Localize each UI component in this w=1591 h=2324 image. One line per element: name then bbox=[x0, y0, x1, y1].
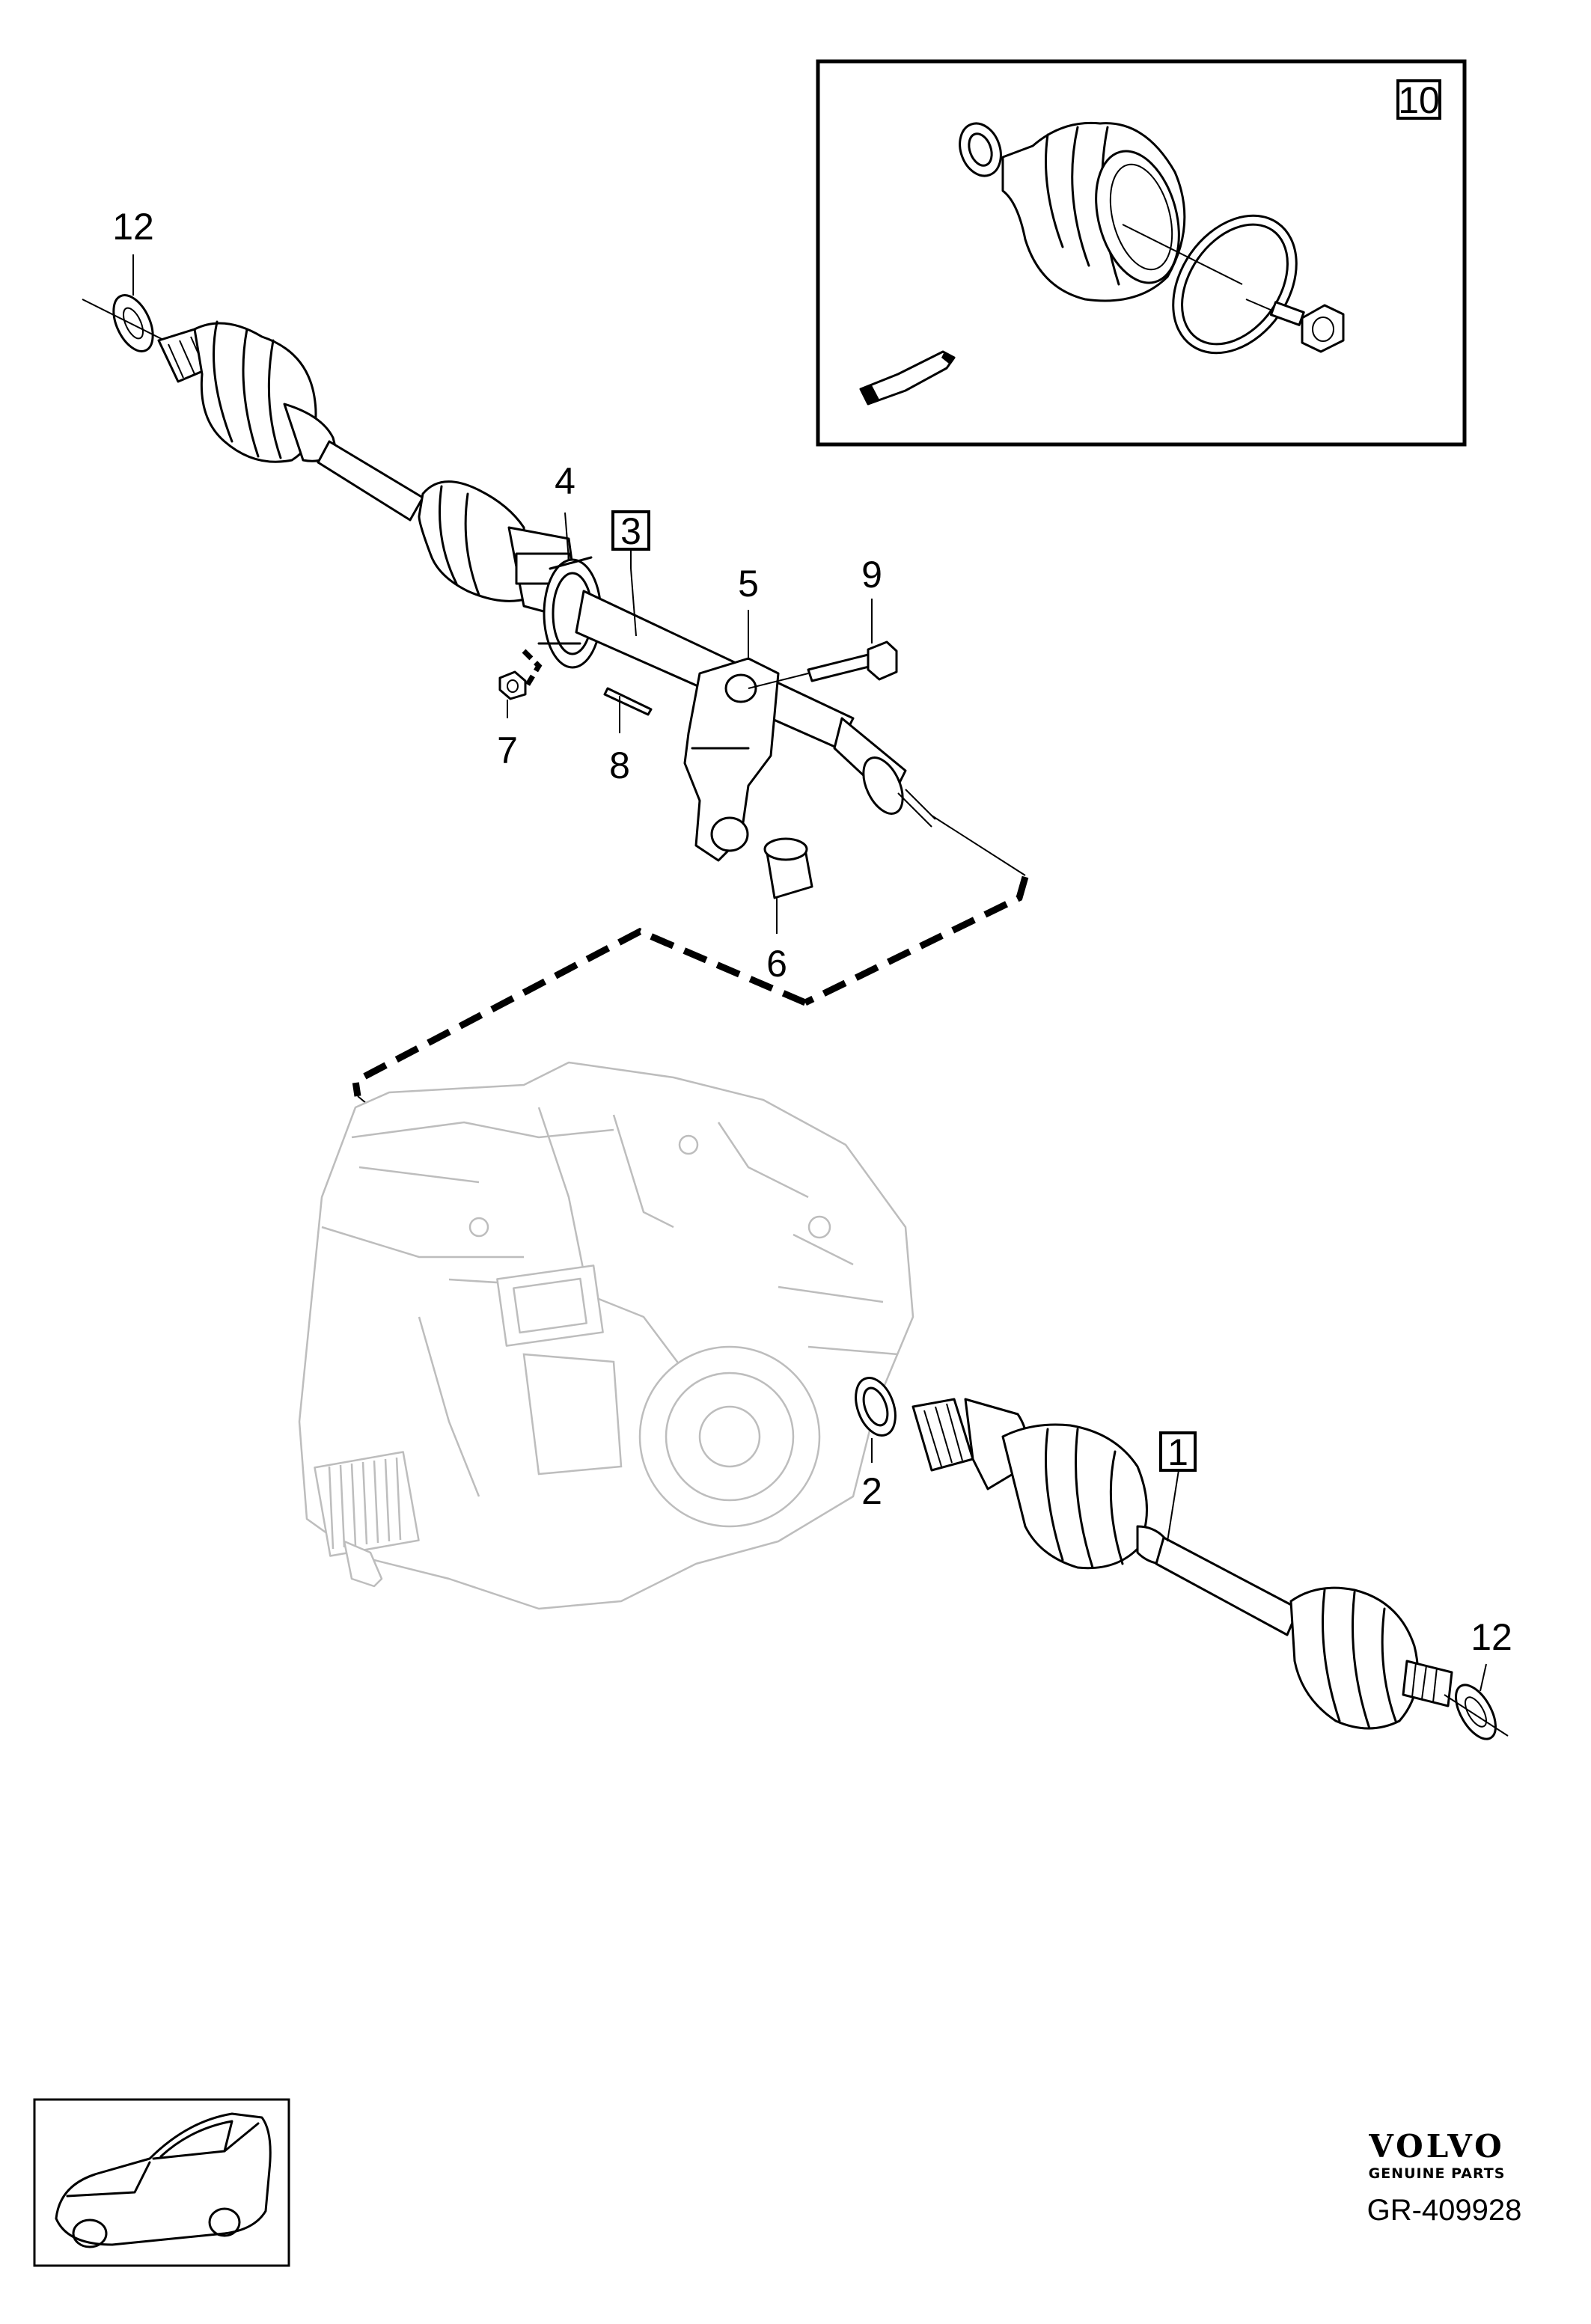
callout-8: 8 bbox=[609, 744, 630, 786]
callout-9: 9 bbox=[861, 554, 882, 596]
volvo-logo: VOLVO bbox=[1369, 2128, 1505, 2165]
left-drive-shaft-lower bbox=[911, 1398, 1509, 1740]
genuine-parts-tagline: GENUINE PARTS bbox=[1368, 2165, 1506, 2182]
callout-5: 5 bbox=[738, 563, 759, 605]
reference-code: GR-409928 bbox=[1366, 2194, 1522, 2227]
callout-6: 6 bbox=[766, 943, 787, 985]
callout-12-top: 12 bbox=[112, 206, 154, 248]
boot-kit-inset: 10 bbox=[816, 59, 1467, 447]
callout-labels: 12 4 3 5 9 7 8 6 2 1 12 bbox=[112, 206, 1512, 1658]
callout-3: 3 bbox=[620, 510, 641, 552]
vehicle-thumbnail bbox=[33, 2098, 290, 2267]
callout-7: 7 bbox=[497, 730, 518, 771]
seal-ring-2 bbox=[855, 1377, 897, 1437]
callout-2: 2 bbox=[861, 1470, 882, 1512]
callout-1: 1 bbox=[1167, 1431, 1188, 1473]
callout-10: 10 bbox=[1398, 79, 1440, 121]
transmission-unit bbox=[298, 1061, 914, 1610]
callout-leaders bbox=[132, 254, 1487, 1692]
callout-4: 4 bbox=[555, 460, 575, 502]
callout-12-bottom: 12 bbox=[1471, 1616, 1512, 1658]
right-drive-shaft-upper bbox=[82, 294, 1026, 899]
